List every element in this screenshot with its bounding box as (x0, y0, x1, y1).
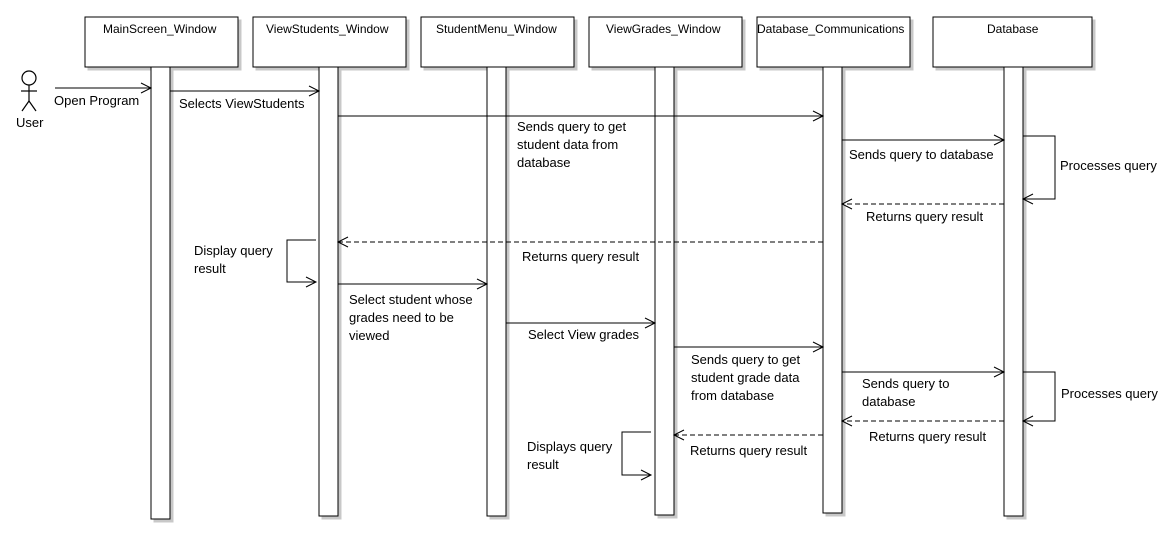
participant-name: ViewStudents_Window (266, 22, 389, 36)
participant-dbcomm: Database_Communications (756, 16, 911, 68)
message-m15: Returns query result (672, 429, 823, 458)
message-m10: Select View grades (506, 317, 657, 342)
lifeline-viewstudents (318, 66, 339, 517)
message-m9: Select student whose grades need to be vie… (338, 278, 489, 343)
message-m13: Processes query (1021, 371, 1158, 427)
message-m4: Sends query to database (842, 134, 1006, 162)
message-label: Displays query (527, 439, 613, 454)
message-label: student grade data (691, 370, 800, 385)
participant-studentmenu: StudentMenu_Window (420, 16, 575, 68)
message-label: Select student whose (349, 292, 473, 307)
lifelines (150, 66, 1024, 520)
lifeline-dbcomm (822, 66, 843, 514)
message-label: Processes query (1061, 386, 1158, 401)
message-label: result (194, 261, 226, 276)
message-label: Open Program (54, 93, 139, 108)
message-m5: Processes query (1021, 135, 1157, 205)
message-m8: Display query result (194, 239, 318, 288)
message-label: Sends query to database (849, 147, 994, 162)
lifeline-db (1003, 66, 1024, 517)
message-label: Sends query to get (517, 119, 627, 134)
message-label: Returns query result (866, 209, 983, 224)
message-m12: Sends query to database (842, 366, 1006, 409)
participant-name: Database (987, 22, 1039, 36)
message-m7: Returns query result (336, 236, 823, 264)
lifeline-studentmenu (486, 66, 507, 517)
message-label: grades need to be (349, 310, 454, 325)
participant-headers: MainScreen_Window ViewStudents_Window Stud… (84, 16, 1093, 68)
lifeline-viewgrades (654, 66, 675, 516)
participant-name: Database_Communications (757, 22, 904, 36)
message-m3: Sends query to get student data from datab… (338, 110, 825, 170)
message-m2: Selects ViewStudents (170, 85, 321, 111)
lifeline-main (150, 66, 171, 520)
message-m1: Open Program (54, 82, 153, 108)
participant-viewstudents: ViewStudents_Window (252, 16, 407, 68)
actor-label: User (16, 115, 44, 130)
participant-name: StudentMenu_Window (436, 22, 557, 36)
message-m11: Sends query to get student grade data from… (674, 341, 825, 403)
message-label: Returns query result (690, 443, 807, 458)
message-label: Returns query result (522, 249, 639, 264)
participant-name: MainScreen_Window (103, 22, 217, 36)
participant-name: ViewGrades_Window (606, 22, 721, 36)
message-label: viewed (349, 328, 389, 343)
message-label: Selects ViewStudents (179, 96, 305, 111)
participant-viewgrades: ViewGrades_Window (588, 16, 743, 68)
message-label: from database (691, 388, 774, 403)
message-label: Processes query (1060, 158, 1157, 173)
message-m14: Returns query result (840, 415, 1004, 444)
message-label: database (862, 394, 916, 409)
participant-main: MainScreen_Window (84, 16, 239, 68)
message-label: Returns query result (869, 429, 986, 444)
actor-user: User (16, 70, 44, 130)
message-label: Select View grades (528, 327, 640, 342)
message-label: Sends query to get (691, 352, 801, 367)
message-m16: Displays query result (527, 431, 653, 481)
message-label: database (517, 155, 571, 170)
message-label: Display query (194, 243, 273, 258)
message-m6: Returns query result (840, 198, 1004, 224)
participant-db: Database (932, 16, 1093, 68)
message-label: student data from (517, 137, 618, 152)
message-label: Sends query to (862, 376, 949, 391)
message-label: result (527, 457, 559, 472)
